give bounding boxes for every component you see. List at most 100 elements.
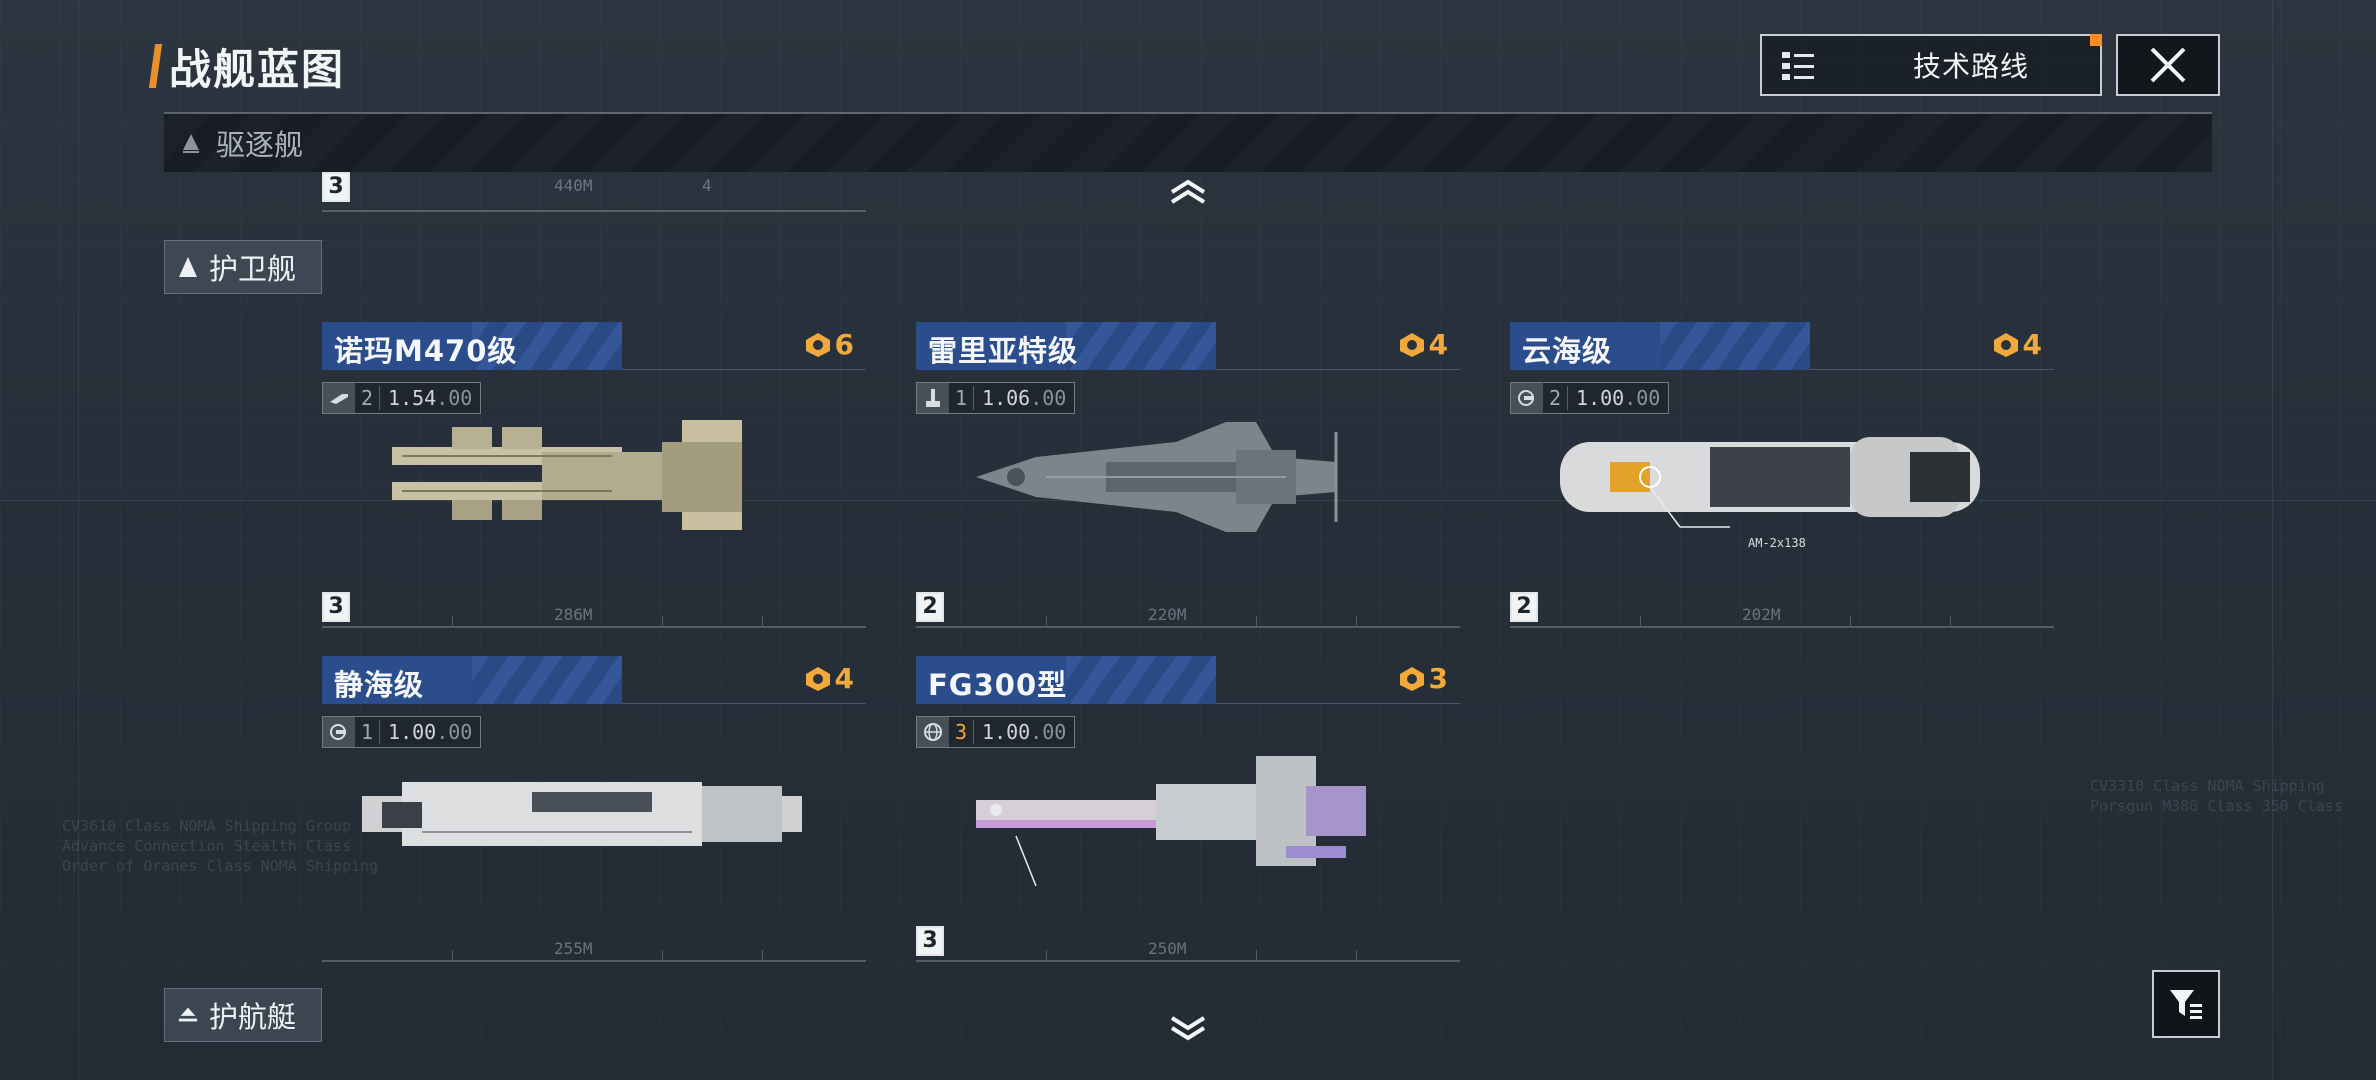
ship-length: 440M — [554, 176, 593, 195]
ship-stat: 2 1.54.00 — [322, 382, 482, 414]
ship-name-bar: 诺玛M470级 — [322, 322, 622, 370]
level-badge: 2 — [916, 592, 944, 622]
ship-name-bar: 静海级 — [322, 656, 622, 704]
tech-route-label: 技术路线 — [1912, 50, 2029, 83]
ship-name: FG300型 — [928, 668, 1068, 702]
partial-ship-ruler: 3 440M 4 — [322, 172, 866, 212]
ship-stat: 1 1.06.00 — [916, 382, 1076, 414]
divider — [1216, 703, 1460, 704]
ship-tier: 1 — [355, 720, 381, 744]
command-point-icon — [1399, 332, 1424, 357]
component-callout: AM-2x138 — [1748, 536, 1806, 550]
ship-card[interactable]: 雷里亚特级 4 1 1.06.00 220M 2 — [916, 322, 1460, 628]
ship-ruler: 202M — [1510, 598, 2054, 628]
corvette-icon — [177, 1004, 199, 1026]
ship-card[interactable]: FG300型 3 3 1.00.00 250M 3 — [916, 656, 1460, 962]
level-badge: 2 — [1510, 592, 1538, 622]
tech-tree-icon — [1782, 52, 1814, 80]
ship-cost: 4 — [805, 662, 854, 695]
filter-button[interactable] — [2152, 970, 2220, 1038]
cost-value: 4 — [834, 662, 854, 695]
level-badge: 3 — [916, 926, 944, 956]
filter-icon — [2170, 990, 2202, 1019]
divider — [622, 703, 866, 704]
close-icon — [2150, 47, 2186, 83]
ship-cost: 4 — [1399, 328, 1448, 361]
category-label: 驱逐舰 — [216, 128, 304, 162]
bg-line — [78, 0, 79, 1080]
command-point-icon — [805, 666, 830, 691]
drone-icon — [1511, 383, 1543, 413]
ship-name: 雷里亚特级 — [928, 334, 1079, 368]
ship-stat: 1 1.00.00 — [322, 716, 482, 748]
cost-value: 4 — [1428, 328, 1448, 361]
ship-length: 202M — [1742, 605, 1781, 624]
ship-length: 286M — [554, 605, 593, 624]
level-badge: 3 — [322, 172, 350, 202]
cost-value: 4 — [2022, 328, 2042, 361]
ship-tier: 2 — [355, 386, 381, 410]
bg-faint-text: CV3610 Class NOMA Shipping Group Advance… — [62, 817, 379, 875]
ship-name-bar: FG300型 — [916, 656, 1216, 704]
page-title: 战舰蓝图 — [169, 44, 346, 94]
ship-stat: 2 1.00.00 — [1510, 382, 1670, 414]
ship-rating: 1.00.00 — [982, 720, 1067, 744]
ship-card[interactable]: 诺玛M470级 6 2 1.54.00 286M 3 — [322, 322, 866, 628]
divider — [1810, 369, 2054, 370]
ship-image — [976, 756, 1366, 886]
divider — [1216, 369, 1460, 370]
ship-name-bar: 云海级 — [1510, 322, 1810, 370]
cost-value: 6 — [834, 328, 854, 361]
ship-cost: 4 — [1993, 328, 2042, 361]
page-title-bar: 战舰蓝图 — [148, 40, 345, 94]
ship-tier: 2 — [1543, 386, 1569, 410]
category-label: 护卫舰 — [209, 252, 297, 286]
scroll-up-chevron-icon[interactable] — [1168, 178, 1208, 204]
level-badge: 3 — [322, 592, 350, 622]
ship-tier: 3 — [949, 720, 975, 744]
ship-cost: 3 — [1399, 662, 1448, 695]
ship-card[interactable]: 云海级 4 2 1.00.00 AM-2x138 202M 2 — [1510, 322, 2054, 628]
ship-rating: 1.06.00 — [982, 386, 1067, 410]
command-point-icon — [805, 332, 830, 357]
ship-tier: 1 — [949, 386, 975, 410]
ship-image — [392, 420, 742, 530]
category-tag-frigate[interactable]: 护卫舰 — [164, 240, 322, 294]
destroyer-icon — [180, 132, 202, 154]
ruler-tick-label: 4 — [702, 176, 712, 195]
command-point-icon — [1399, 666, 1424, 691]
ship-name: 静海级 — [334, 668, 425, 702]
ship-length: 255M — [554, 939, 593, 958]
ship-image — [362, 782, 802, 846]
tech-route-button[interactable]: 技术路线 — [1760, 34, 2102, 96]
ship-cost: 6 — [805, 328, 854, 361]
ship-name-bar: 雷里亚特级 — [916, 322, 1216, 370]
ship-ruler: 286M — [322, 598, 866, 628]
divider — [622, 369, 866, 370]
category-tag-corvette[interactable]: 护航艇 — [164, 988, 322, 1042]
ship-rating: 1.00.00 — [388, 720, 473, 744]
close-button[interactable] — [2116, 34, 2220, 96]
missile-icon — [323, 383, 355, 413]
ship-length: 220M — [1148, 605, 1187, 624]
notification-dot — [2090, 34, 2102, 46]
category-label: 护航艇 — [209, 1000, 297, 1034]
ship-ruler: 255M — [322, 932, 866, 962]
ship-card[interactable]: 静海级 4 1 1.00.00 255M — [322, 656, 866, 962]
scroll-down-chevron-icon[interactable] — [1168, 1016, 1208, 1042]
ship-ruler: 250M — [916, 932, 1460, 962]
ship-name: 诺玛M470级 — [334, 334, 518, 368]
drone-icon — [323, 717, 355, 747]
bg-line — [2272, 0, 2273, 1080]
ship-rating: 1.00.00 — [1576, 386, 1661, 410]
cost-value: 3 — [1428, 662, 1448, 695]
ship-ruler: 220M — [916, 598, 1460, 628]
ship-image — [1560, 437, 1980, 528]
ship-length: 250M — [1148, 939, 1187, 958]
ship-name: 云海级 — [1522, 334, 1613, 368]
category-bar-destroyer[interactable]: 驱逐舰 — [164, 112, 2212, 172]
bg-faint-text: CV3310 Class NOMA Shipping Porsgun M380 … — [2090, 777, 2343, 815]
globe-icon — [917, 717, 949, 747]
frigate-icon — [177, 256, 199, 278]
command-point-icon — [1993, 332, 2018, 357]
